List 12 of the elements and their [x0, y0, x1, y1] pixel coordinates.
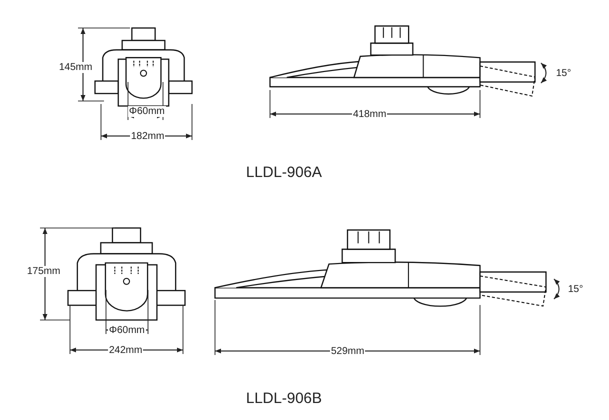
- dimension-label: 182mm: [130, 131, 166, 142]
- angle-label: 15°: [567, 284, 584, 295]
- model-caption: LLDL-906B: [245, 390, 323, 407]
- dimension-label: 145mm: [58, 62, 94, 73]
- angle-label: 15°: [555, 68, 572, 79]
- dimension-label: 175mm: [26, 266, 62, 277]
- dimension-label: 242mm: [108, 345, 144, 356]
- dimension-label: 529mm: [330, 346, 366, 357]
- dimension-label: Φ60mm: [128, 106, 166, 117]
- dimension-label: 418mm: [352, 109, 388, 120]
- model-caption: LLDL-906A: [245, 164, 323, 181]
- dimension-label: Φ60mm: [108, 325, 146, 336]
